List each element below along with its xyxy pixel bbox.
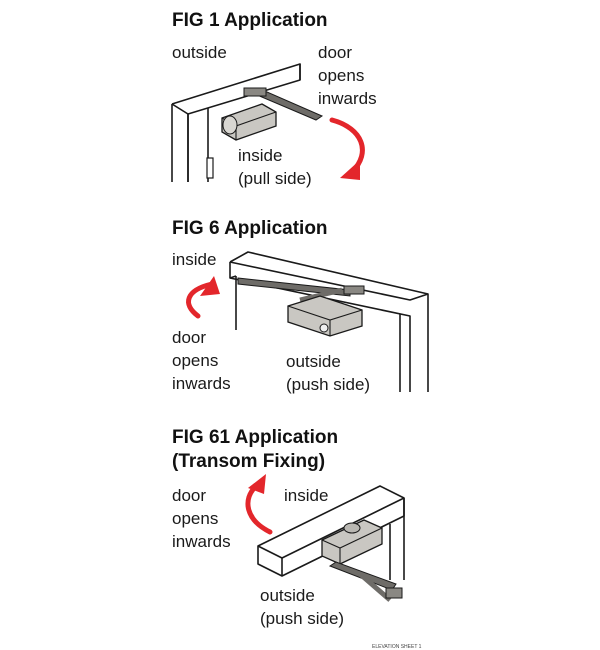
fig61-arrow-icon bbox=[245, 474, 273, 535]
fig6-arrow-icon bbox=[186, 276, 220, 319]
fig6-closer-body bbox=[287, 295, 363, 337]
fig61-title: FIG 61 Application (Transom Fixing) bbox=[172, 427, 339, 472]
fig6-outside-label: outside(push side) bbox=[286, 352, 371, 394]
fig1-title: FIG 1 Application bbox=[172, 10, 328, 31]
fig6-closer-arm bbox=[237, 277, 365, 303]
fig1-arrow-icon bbox=[329, 117, 365, 180]
fig61-closer-arm bbox=[328, 561, 403, 602]
fig6-frame bbox=[229, 251, 429, 392]
fig1-inside-label: inside(pull side) bbox=[238, 146, 312, 188]
fig1-closer-body bbox=[221, 103, 277, 141]
fig1-closer-arm bbox=[243, 87, 324, 121]
fig1-outside-label: outside bbox=[172, 43, 227, 62]
footer-note: ELEVATION SHEET 1 bbox=[372, 644, 422, 650]
fig6-title: FIG 6 Application bbox=[172, 218, 328, 239]
fig1-hinge-icon bbox=[206, 157, 214, 179]
fig61-closer-body bbox=[321, 519, 383, 565]
fig61-outside-label: outside(push side) bbox=[260, 586, 345, 628]
fig6-inside-label: inside bbox=[172, 250, 217, 269]
fig61-inside-label: inside bbox=[284, 486, 329, 505]
